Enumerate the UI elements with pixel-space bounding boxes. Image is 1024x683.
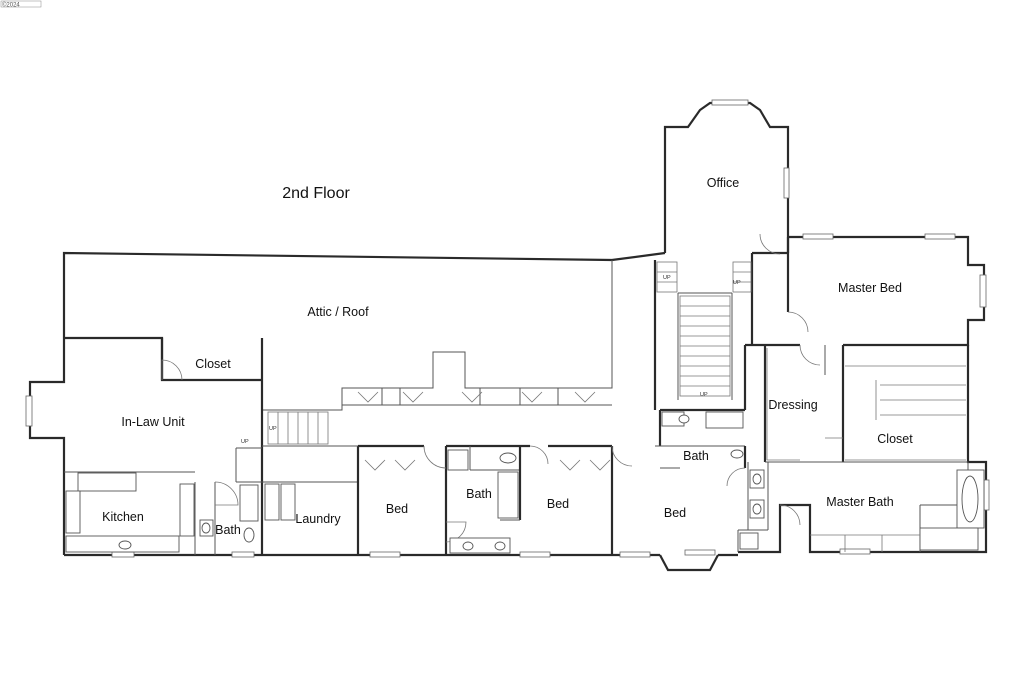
room-label-master-bath: Master Bath xyxy=(826,495,893,509)
interior-walls xyxy=(64,253,969,555)
room-label-bed-3: Bed xyxy=(664,506,686,520)
stair-up-main-bottom: UP xyxy=(700,392,708,398)
room-label-laundry: Laundry xyxy=(295,512,341,526)
logo-watermark: ©2024 xyxy=(0,0,42,9)
room-label-dressing: Dressing xyxy=(768,398,817,412)
mid-bath-fixtures xyxy=(447,449,519,554)
room-label-bath-small: Bath xyxy=(215,523,241,537)
kitchen-counters xyxy=(65,472,195,553)
logo-text: ©2024 xyxy=(2,2,20,9)
room-label-bed-1: Bed xyxy=(386,502,408,516)
room-label-master-bed: Master Bed xyxy=(838,281,902,295)
room-label-kitchen: Kitchen xyxy=(102,510,144,524)
stairs: UP UP UP UP UP xyxy=(241,261,752,445)
main-staircase xyxy=(656,261,752,397)
doors xyxy=(161,233,821,543)
room-label-office: Office xyxy=(707,176,739,190)
room-label-closet-left: Closet xyxy=(195,357,231,371)
stair-up-inlaw: UP xyxy=(269,426,277,432)
room-label-bed-2: Bed xyxy=(547,497,569,511)
right-bath-fixtures xyxy=(661,411,744,459)
in-law-staircase xyxy=(267,411,329,445)
room-label-closet-master: Closet xyxy=(877,432,913,446)
small-bath-fixtures xyxy=(199,484,259,543)
laundry-machines xyxy=(264,483,296,521)
room-label-attic: Attic / Roof xyxy=(307,305,369,319)
stair-up-main-right: UP xyxy=(733,280,741,286)
stair-up-main-left: UP xyxy=(663,275,671,281)
room-label-bath-right: Bath xyxy=(683,449,709,463)
floor-title: 2nd Floor xyxy=(282,185,350,202)
windows xyxy=(25,99,990,558)
fixtures xyxy=(65,348,985,554)
closet-shelves xyxy=(766,348,966,461)
master-bath-fixtures xyxy=(739,469,985,552)
room-labels: 2nd Floor Attic / Roof Closet In-Law Uni… xyxy=(102,176,913,537)
exterior-walls xyxy=(28,101,988,572)
room-label-bath-mid: Bath xyxy=(466,487,492,501)
stair-up-left: UP xyxy=(241,439,249,445)
room-label-in-law-unit: In-Law Unit xyxy=(121,415,185,429)
